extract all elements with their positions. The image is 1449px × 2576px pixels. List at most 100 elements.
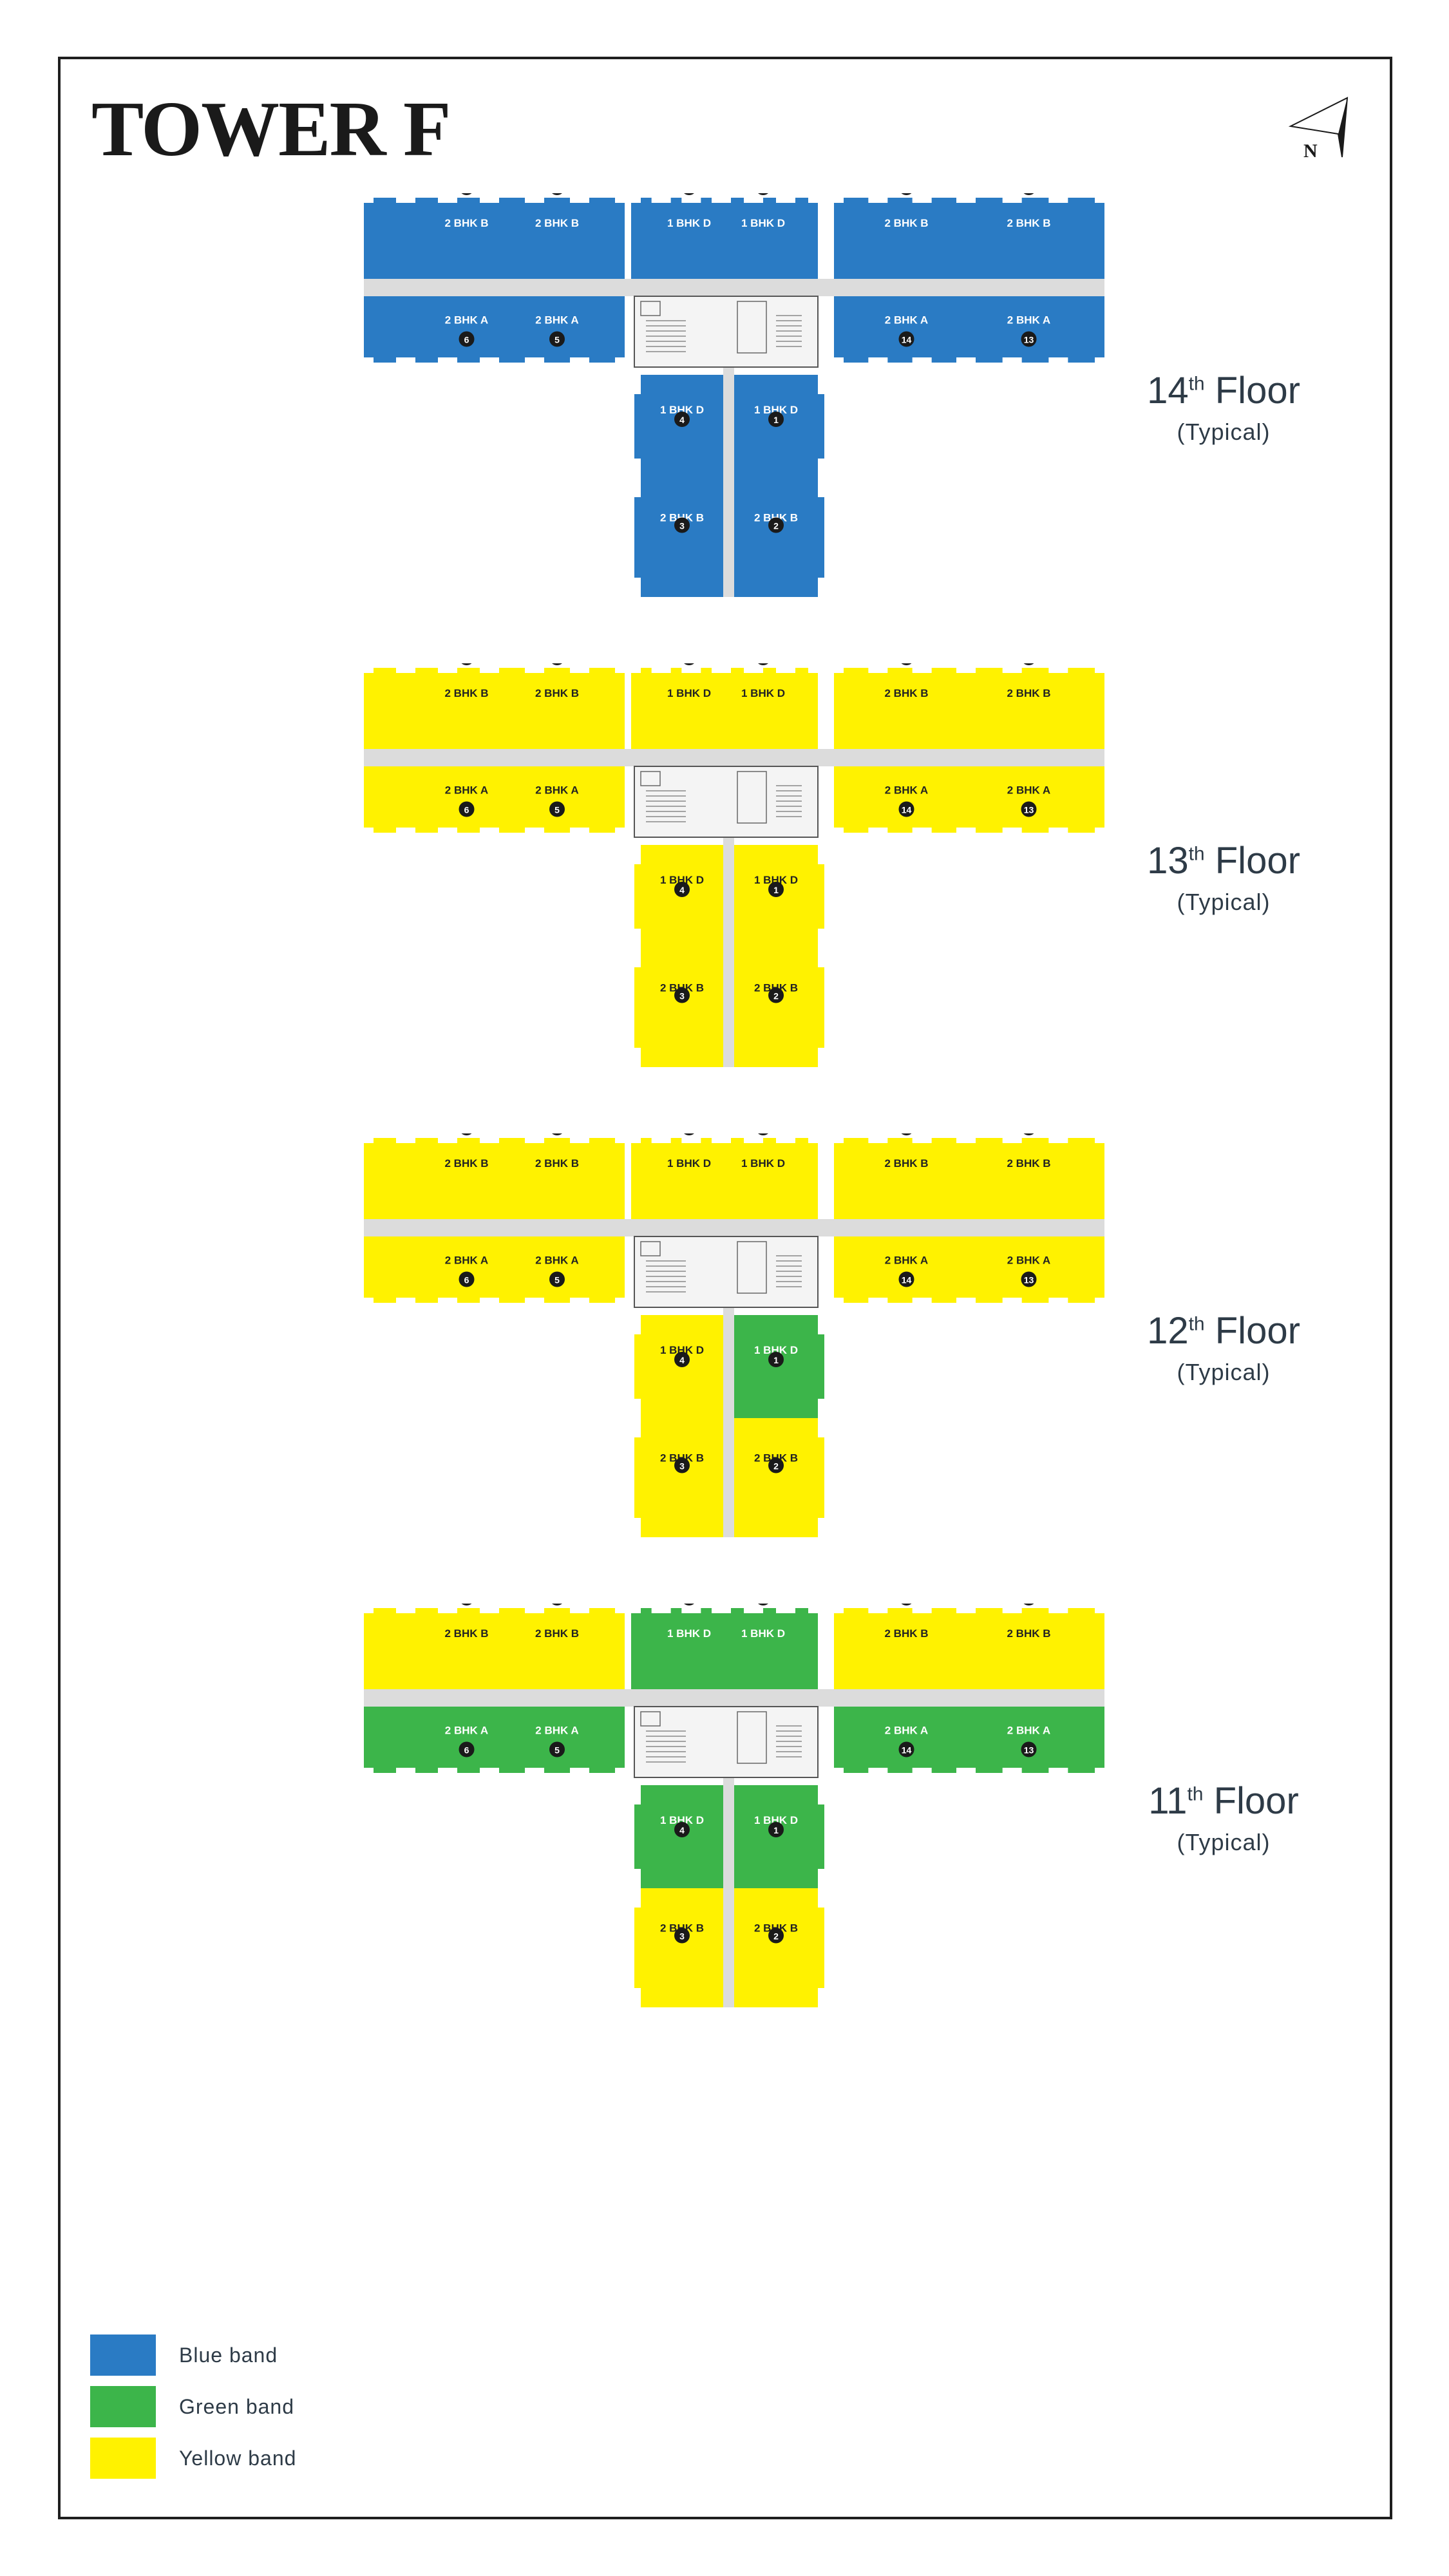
unit-3[interactable]: 2 BHK B3 [634, 478, 723, 597]
unit-6[interactable]: 2 BHK A6 [364, 296, 489, 363]
unit-number-badge [674, 517, 690, 533]
unit-block [364, 673, 489, 749]
unit-9[interactable]: 1 BHK D9 [631, 193, 721, 279]
unit-2[interactable]: 2 BHK B2 [734, 1418, 824, 1537]
unit-type-label: 2 BHK A [1007, 1725, 1050, 1737]
unit-type-label: 2 BHK B [1007, 687, 1050, 699]
unit-block [721, 673, 818, 749]
unit-4[interactable]: 1 BHK D4 [634, 375, 723, 478]
balcony [589, 1138, 615, 1144]
balcony [415, 668, 438, 674]
unit-type-label: 1 BHK D [754, 874, 798, 886]
unit-type-label: 2 BHK A [885, 1255, 928, 1267]
unit-block [631, 1613, 721, 1689]
unit-6[interactable]: 2 BHK A6 [364, 1707, 489, 1773]
unit-block [489, 203, 625, 279]
unit-13[interactable]: 2 BHK A13 [966, 766, 1104, 833]
unit-number-badge [674, 1457, 690, 1473]
unit-12[interactable]: 2 BHK B12 [966, 663, 1104, 749]
unit-8[interactable]: 2 BHK B8 [489, 663, 625, 749]
unit-10[interactable]: 1 BHK D10 [721, 663, 818, 749]
unit-number-badge [549, 1741, 565, 1757]
balcony [817, 864, 824, 929]
unit-2[interactable]: 2 BHK B2 [734, 478, 824, 597]
unit-number: 5 [554, 1745, 560, 1756]
unit-type-label: 2 BHK A [885, 784, 928, 797]
unit-7[interactable]: 2 BHK B7 [364, 1604, 489, 1689]
unit-10[interactable]: 1 BHK D10 [721, 193, 818, 279]
balcony [374, 356, 396, 363]
unit-11[interactable]: 2 BHK B11 [834, 193, 966, 279]
unit-14[interactable]: 2 BHK A14 [834, 1236, 966, 1303]
floor-number: 13 [1147, 840, 1189, 882]
unit-7[interactable]: 2 BHK B7 [364, 1133, 489, 1219]
balcony [544, 668, 570, 674]
unit-4[interactable]: 1 BHK D4 [634, 1785, 723, 1888]
balcony [374, 826, 396, 833]
unit-12[interactable]: 2 BHK B12 [966, 193, 1104, 279]
balcony [499, 1138, 525, 1144]
unit-9[interactable]: 1 BHK D9 [631, 1133, 721, 1219]
unit-block [489, 766, 625, 828]
unit-12[interactable]: 2 BHK B12 [966, 1133, 1104, 1219]
unit-14[interactable]: 2 BHK A14 [834, 296, 966, 363]
unit-14[interactable]: 2 BHK A14 [834, 766, 966, 833]
unit-2[interactable]: 2 BHK B2 [734, 1888, 824, 2007]
balcony [670, 668, 682, 674]
unit-1[interactable]: 1 BHK D1 [734, 1785, 824, 1888]
unit-8[interactable]: 2 BHK B8 [489, 193, 625, 279]
unit-block [834, 673, 966, 749]
unit-5[interactable]: 2 BHK A5 [489, 1707, 625, 1773]
floor-number: 14 [1147, 370, 1189, 412]
unit-3[interactable]: 2 BHK B3 [634, 1888, 723, 2007]
unit-number: 1 [773, 1825, 779, 1835]
balcony [887, 1608, 913, 1615]
unit-5[interactable]: 2 BHK A5 [489, 766, 625, 833]
unit-12[interactable]: 2 BHK B12 [966, 1604, 1104, 1689]
unit-13[interactable]: 2 BHK A13 [966, 1707, 1104, 1773]
balcony [634, 497, 642, 578]
unit-block [721, 1143, 818, 1219]
unit-block [966, 1707, 1104, 1768]
unit-1[interactable]: 1 BHK D1 [734, 845, 824, 948]
unit-8[interactable]: 2 BHK B8 [489, 1133, 625, 1219]
page-title: TOWER F [91, 86, 451, 173]
unit-14[interactable]: 2 BHK A14 [834, 1707, 966, 1773]
unit-7[interactable]: 2 BHK B7 [364, 193, 489, 279]
unit-type-label: 1 BHK D [667, 217, 711, 229]
unit-11[interactable]: 2 BHK B11 [834, 1133, 966, 1219]
unit-6[interactable]: 2 BHK A6 [364, 1236, 489, 1303]
unit-4[interactable]: 1 BHK D4 [634, 1315, 723, 1418]
unit-number-badge [1021, 331, 1037, 347]
balcony [887, 1766, 913, 1773]
unit-2[interactable]: 2 BHK B2 [734, 948, 824, 1067]
unit-10[interactable]: 1 BHK D10 [721, 1604, 818, 1689]
unit-9[interactable]: 1 BHK D9 [631, 1604, 721, 1689]
unit-1[interactable]: 1 BHK D1 [734, 1315, 824, 1418]
unit-number-badge [901, 193, 912, 195]
unit-5[interactable]: 2 BHK A5 [489, 1236, 625, 1303]
unit-11[interactable]: 2 BHK B11 [834, 663, 966, 749]
unit-10[interactable]: 1 BHK D10 [721, 1133, 818, 1219]
unit-11[interactable]: 2 BHK B11 [834, 1604, 966, 1689]
unit-number-badge [898, 331, 914, 347]
unit-number: 4 [679, 1355, 685, 1365]
unit-13[interactable]: 2 BHK A13 [966, 296, 1104, 363]
unit-13[interactable]: 2 BHK A13 [966, 1236, 1104, 1303]
balcony [887, 826, 913, 833]
unit-3[interactable]: 2 BHK B3 [634, 948, 723, 1067]
unit-type-label: 1 BHK D [660, 1814, 704, 1826]
unit-7[interactable]: 2 BHK B7 [364, 663, 489, 749]
unit-4[interactable]: 1 BHK D4 [634, 845, 723, 948]
unit-1[interactable]: 1 BHK D1 [734, 375, 824, 478]
unit-3[interactable]: 2 BHK B3 [634, 1418, 723, 1537]
balcony [817, 1334, 824, 1399]
floor-ordinal: th [1187, 1783, 1204, 1805]
balcony [701, 198, 712, 204]
balcony [589, 826, 615, 833]
unit-9[interactable]: 1 BHK D9 [631, 663, 721, 749]
unit-5[interactable]: 2 BHK A5 [489, 296, 625, 363]
balcony [1068, 668, 1095, 674]
unit-6[interactable]: 2 BHK A6 [364, 766, 489, 833]
unit-8[interactable]: 2 BHK B8 [489, 1604, 625, 1689]
